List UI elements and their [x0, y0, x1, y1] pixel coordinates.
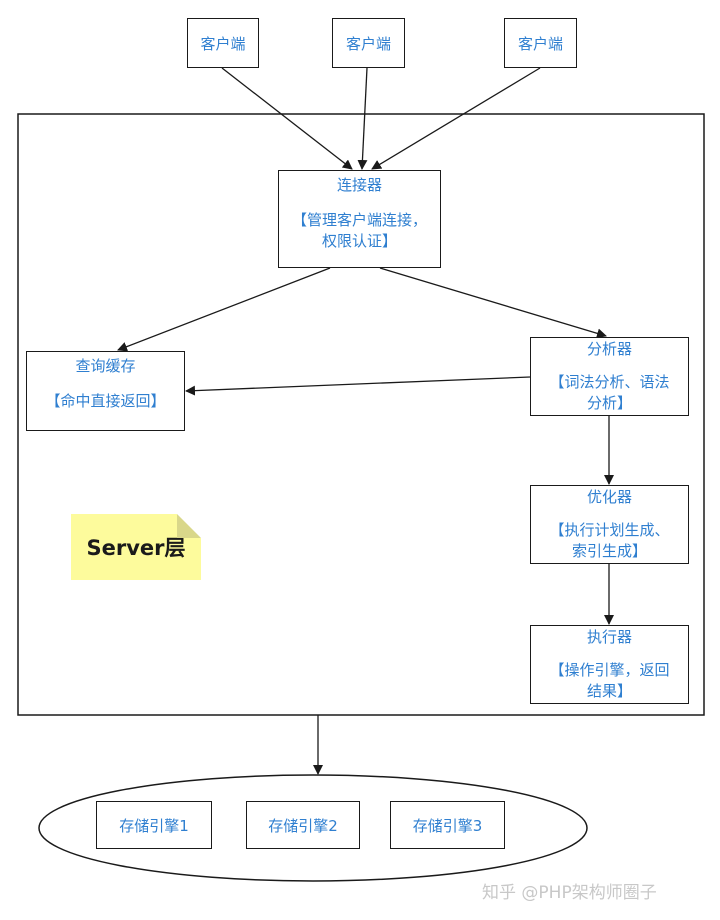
query-cache-desc: 【命中直接返回】	[45, 392, 166, 410]
server-layer-note: Server层	[71, 514, 201, 580]
note-fold-corner	[177, 514, 201, 538]
analyzer-title: 分析器	[586, 340, 632, 358]
server-layer-label: Server层	[86, 536, 186, 560]
client-label: 客户端	[517, 34, 563, 53]
client-box-1: 客户端	[187, 18, 259, 68]
executor-box: 执行器 【操作引擎，返回 结果】	[530, 625, 689, 704]
storage-engine-box-2: 存储引擎2	[246, 801, 360, 849]
connector-title: 连接器	[336, 176, 382, 194]
client-box-3: 客户端	[504, 18, 577, 68]
arrow-client2-to-connector	[357, 67, 368, 170]
storage-engine-box-3: 存储引擎3	[390, 801, 505, 849]
storage-engine-label: 存储引擎2	[268, 816, 338, 835]
executor-desc: 【操作引擎，返回 结果】	[549, 661, 670, 700]
optimizer-title: 优化器	[586, 488, 632, 506]
optimizer-box: 优化器 【执行计划生成、 索引生成】	[530, 485, 689, 564]
connector-box: 连接器 【管理客户端连接， 权限认证】	[278, 170, 441, 268]
storage-engine-label: 存储引擎1	[119, 816, 189, 835]
analyzer-box: 分析器 【词法分析、语法 分析】	[530, 337, 689, 416]
client-label: 客户端	[345, 34, 391, 53]
watermark: 知乎 @PHP架构师圈子	[482, 883, 657, 903]
client-box-2: 客户端	[332, 18, 405, 68]
storage-engine-label: 存储引擎3	[412, 816, 483, 835]
connector-desc: 【管理客户端连接， 权限认证】	[291, 211, 427, 250]
arrow-connector-to-query-cache	[117, 267, 331, 352]
analyzer-desc: 【词法分析、语法 分析】	[549, 373, 670, 412]
arrow-connector-to-analyzer	[379, 267, 607, 339]
optimizer-desc: 【执行计划生成、 索引生成】	[549, 521, 670, 560]
server-layer-frame	[17, 113, 705, 716]
client-label: 客户端	[200, 34, 246, 53]
arrow-client1-to-connector	[221, 67, 353, 170]
storage-engine-box-1: 存储引擎1	[96, 801, 212, 849]
query-cache-title: 查询缓存	[75, 357, 136, 375]
storage-engine-layer	[38, 774, 588, 882]
arrow-analyzer-to-query-cache	[185, 376, 531, 396]
query-cache-box: 查询缓存 【命中直接返回】	[26, 351, 185, 431]
executor-title: 执行器	[586, 628, 632, 646]
arrow-client3-to-connector	[371, 67, 541, 170]
